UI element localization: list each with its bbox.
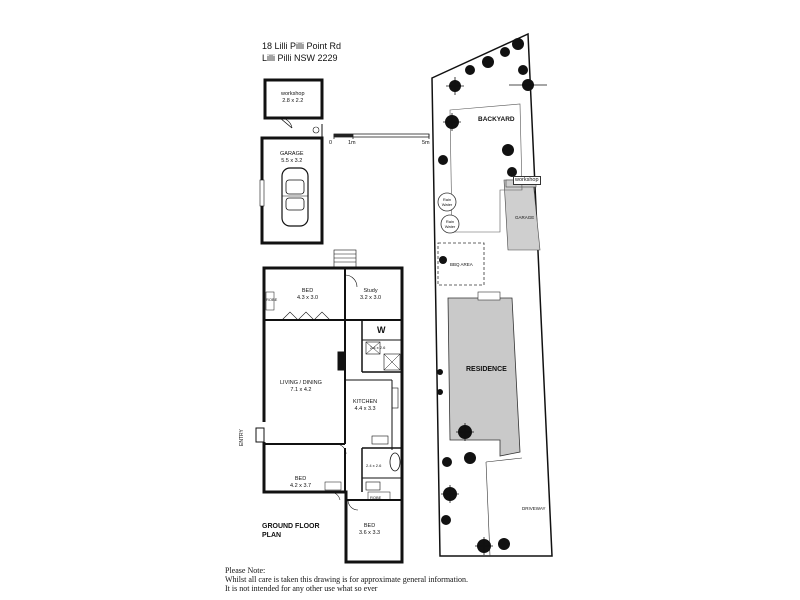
workshop-label: workshop 2.8 x 2.2 [281, 91, 305, 104]
address-line-2: Lilli Pilli NSW 2229 [262, 53, 338, 63]
scale-label-1m: 1m [348, 140, 356, 146]
laundry-size: 2.4 x 2.6 [370, 345, 386, 350]
car-icon [281, 167, 309, 227]
scale-bar [333, 133, 430, 139]
scale-label-0: 0 [329, 140, 333, 146]
address-line-1: 18 Lilli Pilli Point Rd [262, 41, 342, 51]
site-garage-label: GARAGE [515, 215, 535, 220]
rain-water-2-label: Rain Water [444, 219, 456, 229]
bbq-label: BBQ AREA [450, 262, 473, 267]
note-heading: Please Note: [225, 566, 266, 575]
scale-label-5m: 5m [422, 140, 430, 146]
residence-label: RESIDENCE [466, 366, 507, 373]
note-line-1: Whilst all care is taken this drawing is… [225, 575, 469, 584]
rain-water-1-label: Rain Water [441, 197, 453, 207]
ground-floor-label: GROUND FLOOR [262, 523, 320, 530]
bed1-label: BED 4.3 x 3.0 [297, 288, 319, 301]
driveway-label: DRIVEWAY [522, 506, 546, 511]
garage-label: GARAGE 5.5 x 3.2 [280, 151, 304, 164]
site-workshop-label: workshop [513, 176, 541, 185]
bed3-label: BED 3.6 x 3.3 [359, 523, 381, 536]
note-line-2: It is not intended for any other use wha… [225, 584, 378, 593]
living-label: LIVING / DINING 7.1 x 4.2 [280, 380, 322, 393]
backyard-label: BACKYARD [478, 116, 515, 123]
bath-size: 2.4 x 2.6 [366, 463, 382, 468]
bed2-label: BED 4.2 x 3.7 [290, 476, 312, 489]
kitchen-label: KITCHEN 4.4 x 3.3 [353, 399, 378, 412]
entry-label: ENTRY [239, 429, 245, 446]
study-label: Study 3.2 x 3.0 [360, 288, 382, 301]
plan-label: PLAN [262, 532, 282, 539]
robe-label-2: ROBE [370, 495, 382, 500]
robe-label: ROBE [266, 297, 278, 302]
wc-label: W [377, 325, 386, 335]
